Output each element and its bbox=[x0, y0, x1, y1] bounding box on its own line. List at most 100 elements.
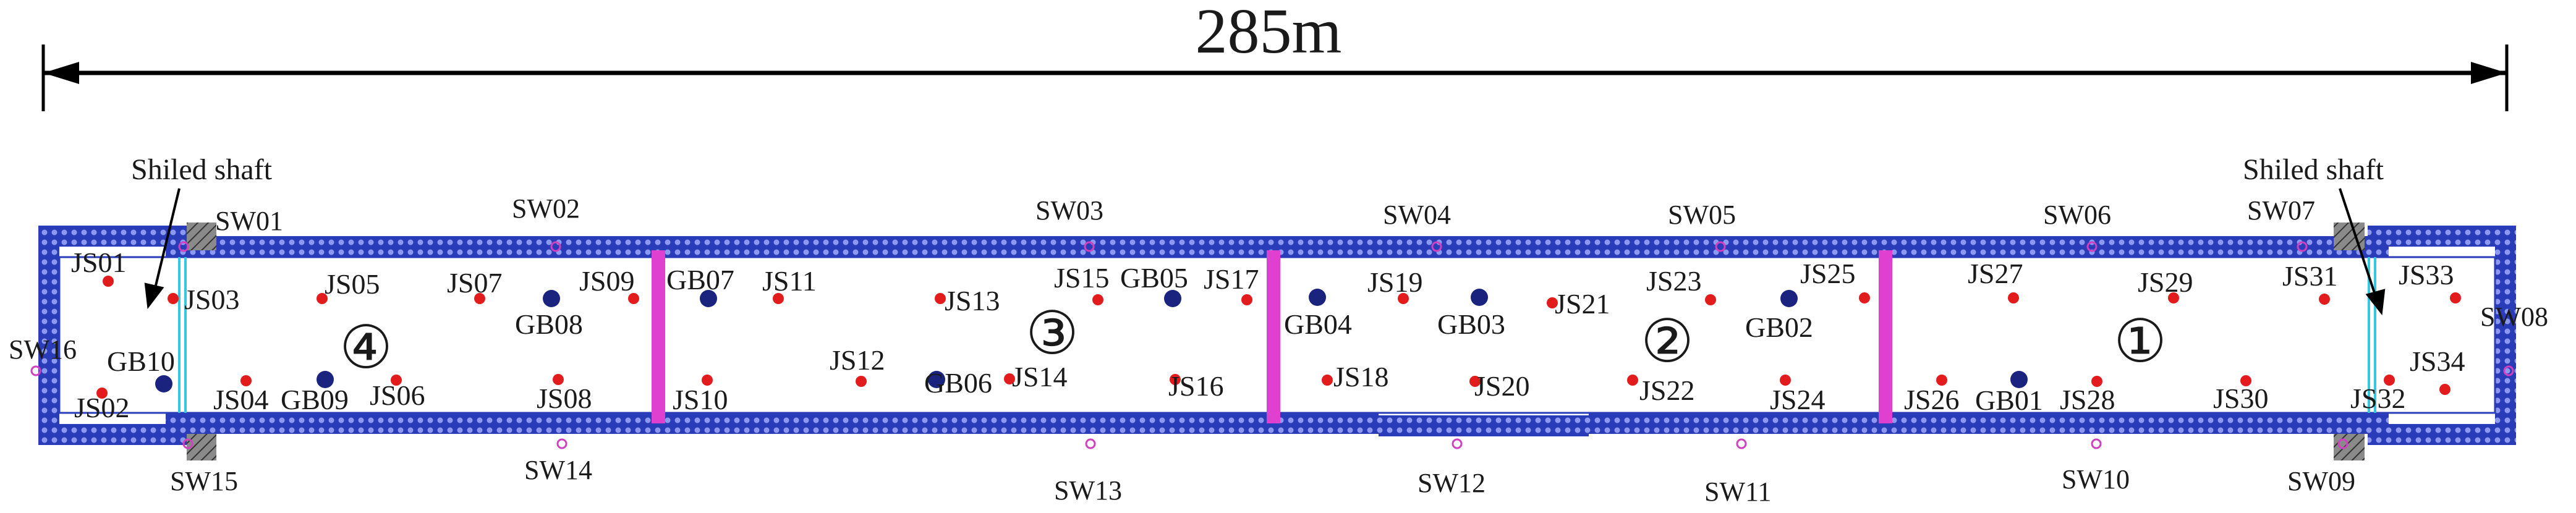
sw-marker bbox=[30, 365, 41, 376]
sw-label: SW13 bbox=[1054, 475, 1122, 506]
js-point bbox=[1859, 292, 1870, 303]
js-point bbox=[1705, 294, 1716, 305]
partition-walls bbox=[652, 250, 1892, 423]
js-point bbox=[1322, 375, 1333, 386]
sw-label: SW11 bbox=[1704, 477, 1771, 507]
js-label: JS33 bbox=[2399, 259, 2454, 290]
js-point bbox=[553, 374, 564, 385]
js-point bbox=[317, 293, 328, 304]
shaft-boundary bbox=[178, 257, 2376, 413]
js-label: JS15 bbox=[1054, 262, 1109, 294]
sw-marker bbox=[2337, 438, 2349, 449]
sw-marker bbox=[1085, 438, 1096, 449]
right-shaft-label: Shiled shaft bbox=[2243, 153, 2384, 186]
gb-point bbox=[1471, 289, 1488, 306]
js-point bbox=[773, 293, 784, 304]
js-label: JS20 bbox=[1474, 370, 1529, 402]
js-label: JS10 bbox=[673, 384, 728, 415]
js-label: JS06 bbox=[370, 379, 425, 411]
js-label: JS03 bbox=[184, 284, 239, 315]
sw-label: SW14 bbox=[524, 455, 592, 485]
sw-label: SW05 bbox=[1668, 200, 1736, 230]
gb-point bbox=[928, 371, 945, 388]
gb-point bbox=[543, 290, 560, 307]
gb-point bbox=[155, 375, 172, 392]
js-label: JS16 bbox=[1168, 370, 1223, 402]
js-label: JS14 bbox=[1012, 361, 1067, 392]
js-label: JS12 bbox=[830, 344, 885, 376]
sw-marker bbox=[2091, 438, 2102, 449]
js-point bbox=[2008, 292, 2019, 303]
left-shaft-label: Shiled shaft bbox=[131, 153, 273, 186]
sw-label: SW12 bbox=[1418, 468, 1486, 498]
js-label: JS13 bbox=[945, 285, 1000, 316]
sw-marker bbox=[2086, 241, 2098, 252]
js-label: JS07 bbox=[447, 267, 502, 299]
gb-point bbox=[317, 371, 334, 388]
js-point bbox=[168, 293, 179, 304]
gb-point bbox=[1164, 290, 1181, 307]
sw-label: SW07 bbox=[2247, 195, 2315, 226]
js-point bbox=[2384, 375, 2395, 386]
sw-label: SW16 bbox=[9, 334, 77, 365]
js-point bbox=[2240, 375, 2251, 386]
js-label: JS08 bbox=[537, 383, 592, 414]
js-label: JS32 bbox=[2350, 383, 2405, 414]
sw-marker bbox=[550, 241, 561, 252]
sw-marker bbox=[1715, 241, 1726, 252]
sw-marker bbox=[556, 438, 567, 449]
js-point bbox=[2091, 376, 2102, 387]
gb-point bbox=[1780, 290, 1798, 307]
js-point bbox=[1469, 376, 1481, 387]
js-label: JS21 bbox=[1555, 288, 1610, 320]
js-point bbox=[1004, 373, 1015, 384]
sw-marker bbox=[1452, 438, 1463, 449]
gb-label: GB06 bbox=[924, 367, 992, 399]
js-label: JS18 bbox=[1333, 361, 1388, 392]
js-label: JS24 bbox=[1770, 384, 1825, 415]
sw-labels: SW01 SW02 SW03 SW04 SW05 SW06 SW07 SW08 … bbox=[9, 193, 2548, 507]
sw-label: SW10 bbox=[2062, 464, 2130, 494]
sw-marker bbox=[1736, 438, 1747, 449]
js-point bbox=[935, 293, 946, 304]
js-point bbox=[1780, 375, 1791, 386]
sw-marker bbox=[178, 241, 189, 252]
sw-label: SW06 bbox=[2043, 200, 2111, 230]
js-point bbox=[103, 276, 114, 287]
sw-marker bbox=[1084, 241, 1095, 252]
js-labels: JS01 JS02 JS03 JS04 JS05 JS06 JS07 JS08 … bbox=[71, 247, 2465, 423]
corner-blocks bbox=[187, 223, 2365, 460]
js-point bbox=[1547, 297, 1558, 308]
sw-label: SW03 bbox=[1035, 195, 1103, 226]
pit-wall bbox=[38, 226, 2516, 445]
sw-label: SW02 bbox=[512, 193, 580, 224]
gb-label: GB02 bbox=[1745, 312, 1813, 343]
js-point bbox=[2450, 292, 2461, 303]
gb-label: GB10 bbox=[107, 346, 175, 377]
js-point bbox=[856, 376, 867, 387]
sw-label: SW08 bbox=[2480, 302, 2548, 332]
js-label: JS09 bbox=[579, 265, 634, 297]
js-point bbox=[1092, 294, 1103, 305]
sw-marker bbox=[1431, 241, 1442, 252]
js-label: JS30 bbox=[2213, 383, 2268, 414]
js-label: JS23 bbox=[1646, 265, 1701, 297]
js-point bbox=[1627, 375, 1638, 386]
js-point bbox=[628, 293, 639, 304]
js-label: JS28 bbox=[2060, 384, 2115, 415]
js-label: JS01 bbox=[71, 247, 126, 278]
js-point bbox=[1398, 293, 1409, 304]
gb-label: GB05 bbox=[1120, 262, 1188, 294]
gb-markers bbox=[155, 289, 2028, 392]
js-point bbox=[391, 375, 402, 386]
js-label: JS19 bbox=[1367, 266, 1422, 298]
js-point bbox=[702, 375, 713, 386]
gb-point bbox=[1309, 289, 1326, 306]
js-point bbox=[1170, 374, 1181, 385]
js-label: JS27 bbox=[1968, 258, 2023, 289]
sw-marker bbox=[2297, 241, 2308, 252]
sw-label: SW15 bbox=[170, 466, 238, 496]
js-label: JS04 bbox=[213, 384, 268, 415]
js-label: JS31 bbox=[2282, 260, 2337, 292]
